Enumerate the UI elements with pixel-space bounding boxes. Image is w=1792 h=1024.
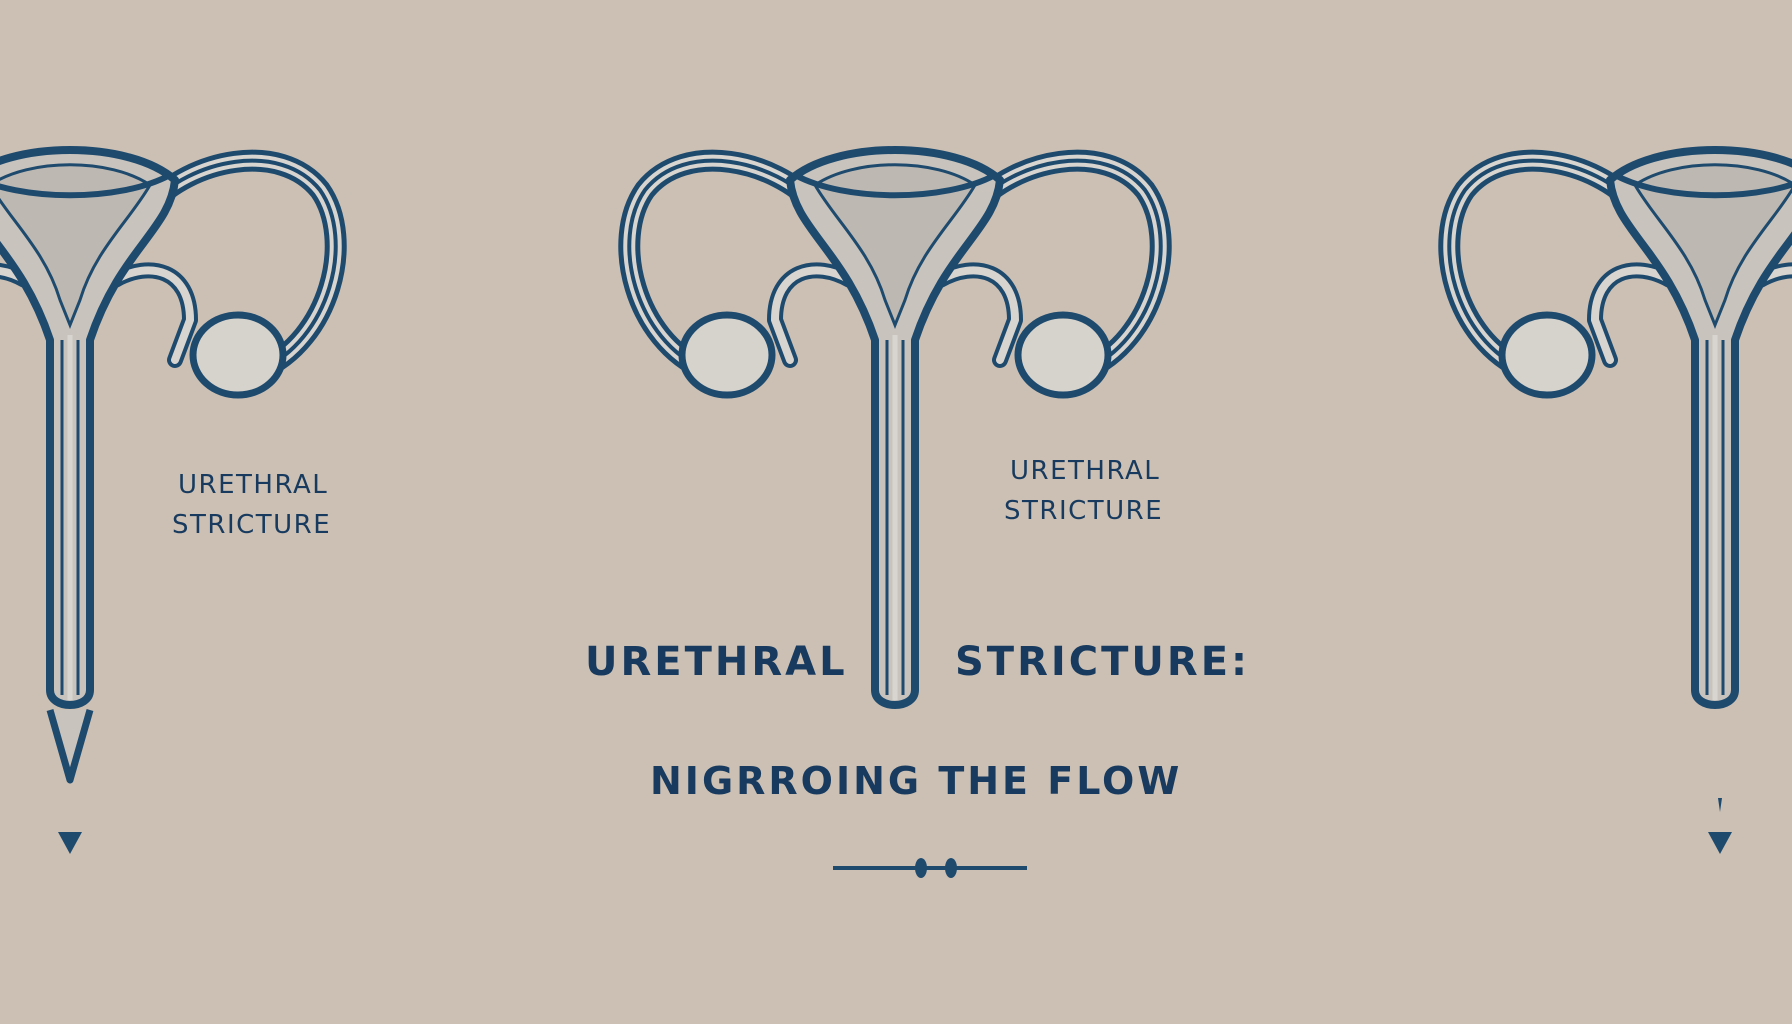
headline-left: URETHRAL (585, 639, 848, 685)
headline-right: STRICTURE: (955, 639, 1251, 685)
left-shaft-tip (46, 709, 94, 784)
center-label-line2: STRICTURE (1004, 496, 1164, 526)
center-label-line1: URETHRAL (1010, 456, 1161, 486)
subtitle: NIGRROING THE FLOW (650, 759, 1183, 803)
left-label-line2: STRICTURE (172, 510, 332, 540)
arrow-down-icon (58, 832, 82, 854)
left-label-line1: URETHRAL (178, 470, 329, 500)
anatomy-figure-center (629, 150, 1160, 705)
anatomy-figure-right (1449, 150, 1792, 705)
arrow-marker-icon (1718, 798, 1722, 812)
arrow-down-icon (1708, 832, 1732, 854)
left-label: URETHRAL STRICTURE (172, 465, 331, 545)
anatomy-figure-left (0, 150, 336, 705)
center-label: URETHRAL STRICTURE (1004, 451, 1163, 531)
divider-ornament-icon (833, 858, 1027, 878)
